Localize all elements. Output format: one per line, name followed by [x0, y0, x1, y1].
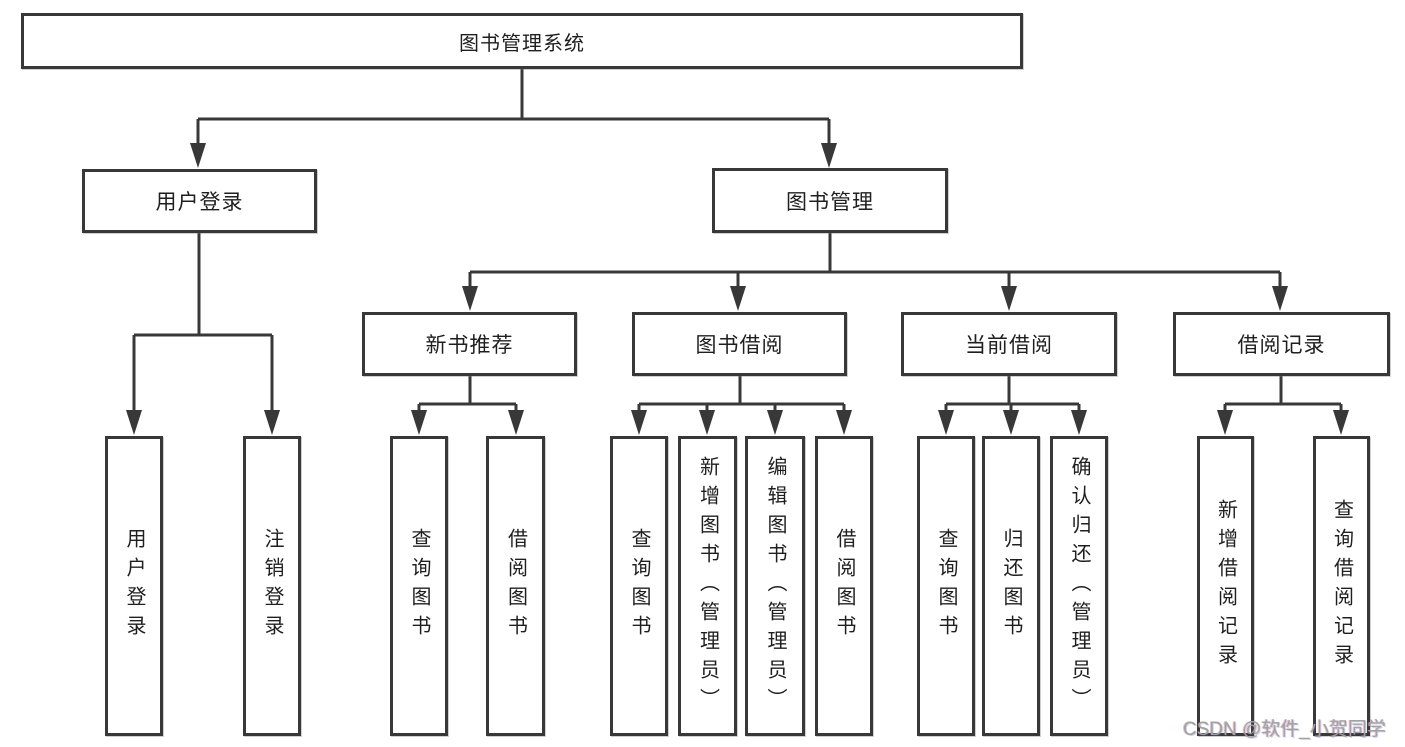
branch-current-to-leaves — [938, 375, 1087, 435]
arrow-head — [730, 286, 746, 311]
arrow-head — [508, 410, 524, 435]
csdn-watermark: CSDN @软件_小贺同学 — [1183, 719, 1386, 740]
branch-records-to-leaves — [1217, 375, 1349, 435]
node-book-borrow: 图书借阅 — [632, 312, 847, 376]
branch-recommend-to-leaves — [411, 375, 524, 435]
branch-login-to-leaves — [126, 233, 280, 435]
node-borrow-records: 借阅记录 — [1173, 312, 1390, 376]
leaf-borrow-books-recommend: 借阅图书 — [486, 436, 545, 736]
leaf-user-login: 用户登录 — [105, 436, 163, 736]
arrow-head — [1001, 286, 1017, 311]
arrow-head — [190, 143, 206, 168]
arrow-head — [699, 410, 715, 435]
branch-root-to-level2 — [190, 68, 837, 168]
branch-management-to-level3 — [462, 233, 1288, 311]
arrow-head — [631, 410, 647, 435]
node-current-borrow: 当前借阅 — [901, 312, 1117, 376]
branch-borrow-to-leaves — [631, 375, 852, 435]
arrow-head — [821, 143, 837, 168]
arrow-head — [938, 410, 954, 435]
leaf-query-borrow-record: 查询借阅记录 — [1313, 436, 1370, 736]
arrow-head — [1003, 410, 1019, 435]
node-system-root: 图书管理系统 — [21, 13, 1023, 69]
arrow-head — [411, 410, 427, 435]
leaf-logout: 注销登录 — [243, 436, 301, 736]
arrow-head — [1272, 286, 1288, 311]
arrow-head — [1333, 410, 1349, 435]
leaf-query-books-borrow: 查询图书 — [610, 436, 668, 736]
arrow-head — [1071, 410, 1087, 435]
arrow-head — [1217, 410, 1233, 435]
leaf-add-borrow-record: 新增借阅记录 — [1197, 436, 1254, 736]
leaf-query-books-recommend: 查询图书 — [390, 436, 448, 736]
leaf-edit-book-admin: 编辑图书（管理员） — [745, 436, 805, 736]
leaf-confirm-return-admin: 确认归还（管理员） — [1050, 436, 1108, 736]
arrow-head — [836, 410, 852, 435]
node-book-management: 图书管理 — [712, 168, 948, 233]
arrow-head — [264, 410, 280, 435]
leaf-return-book: 归还图书 — [982, 436, 1040, 736]
leaf-borrow-books: 借阅图书 — [815, 436, 873, 736]
arrow-head — [126, 410, 142, 435]
leaf-add-book-admin: 新增图书（管理员） — [678, 436, 737, 736]
arrow-head — [462, 286, 478, 311]
node-user-login: 用户登录 — [82, 169, 317, 233]
node-new-book-recommend: 新书推荐 — [362, 312, 577, 376]
leaf-query-books-current: 查询图书 — [917, 436, 975, 736]
arrow-head — [767, 410, 783, 435]
